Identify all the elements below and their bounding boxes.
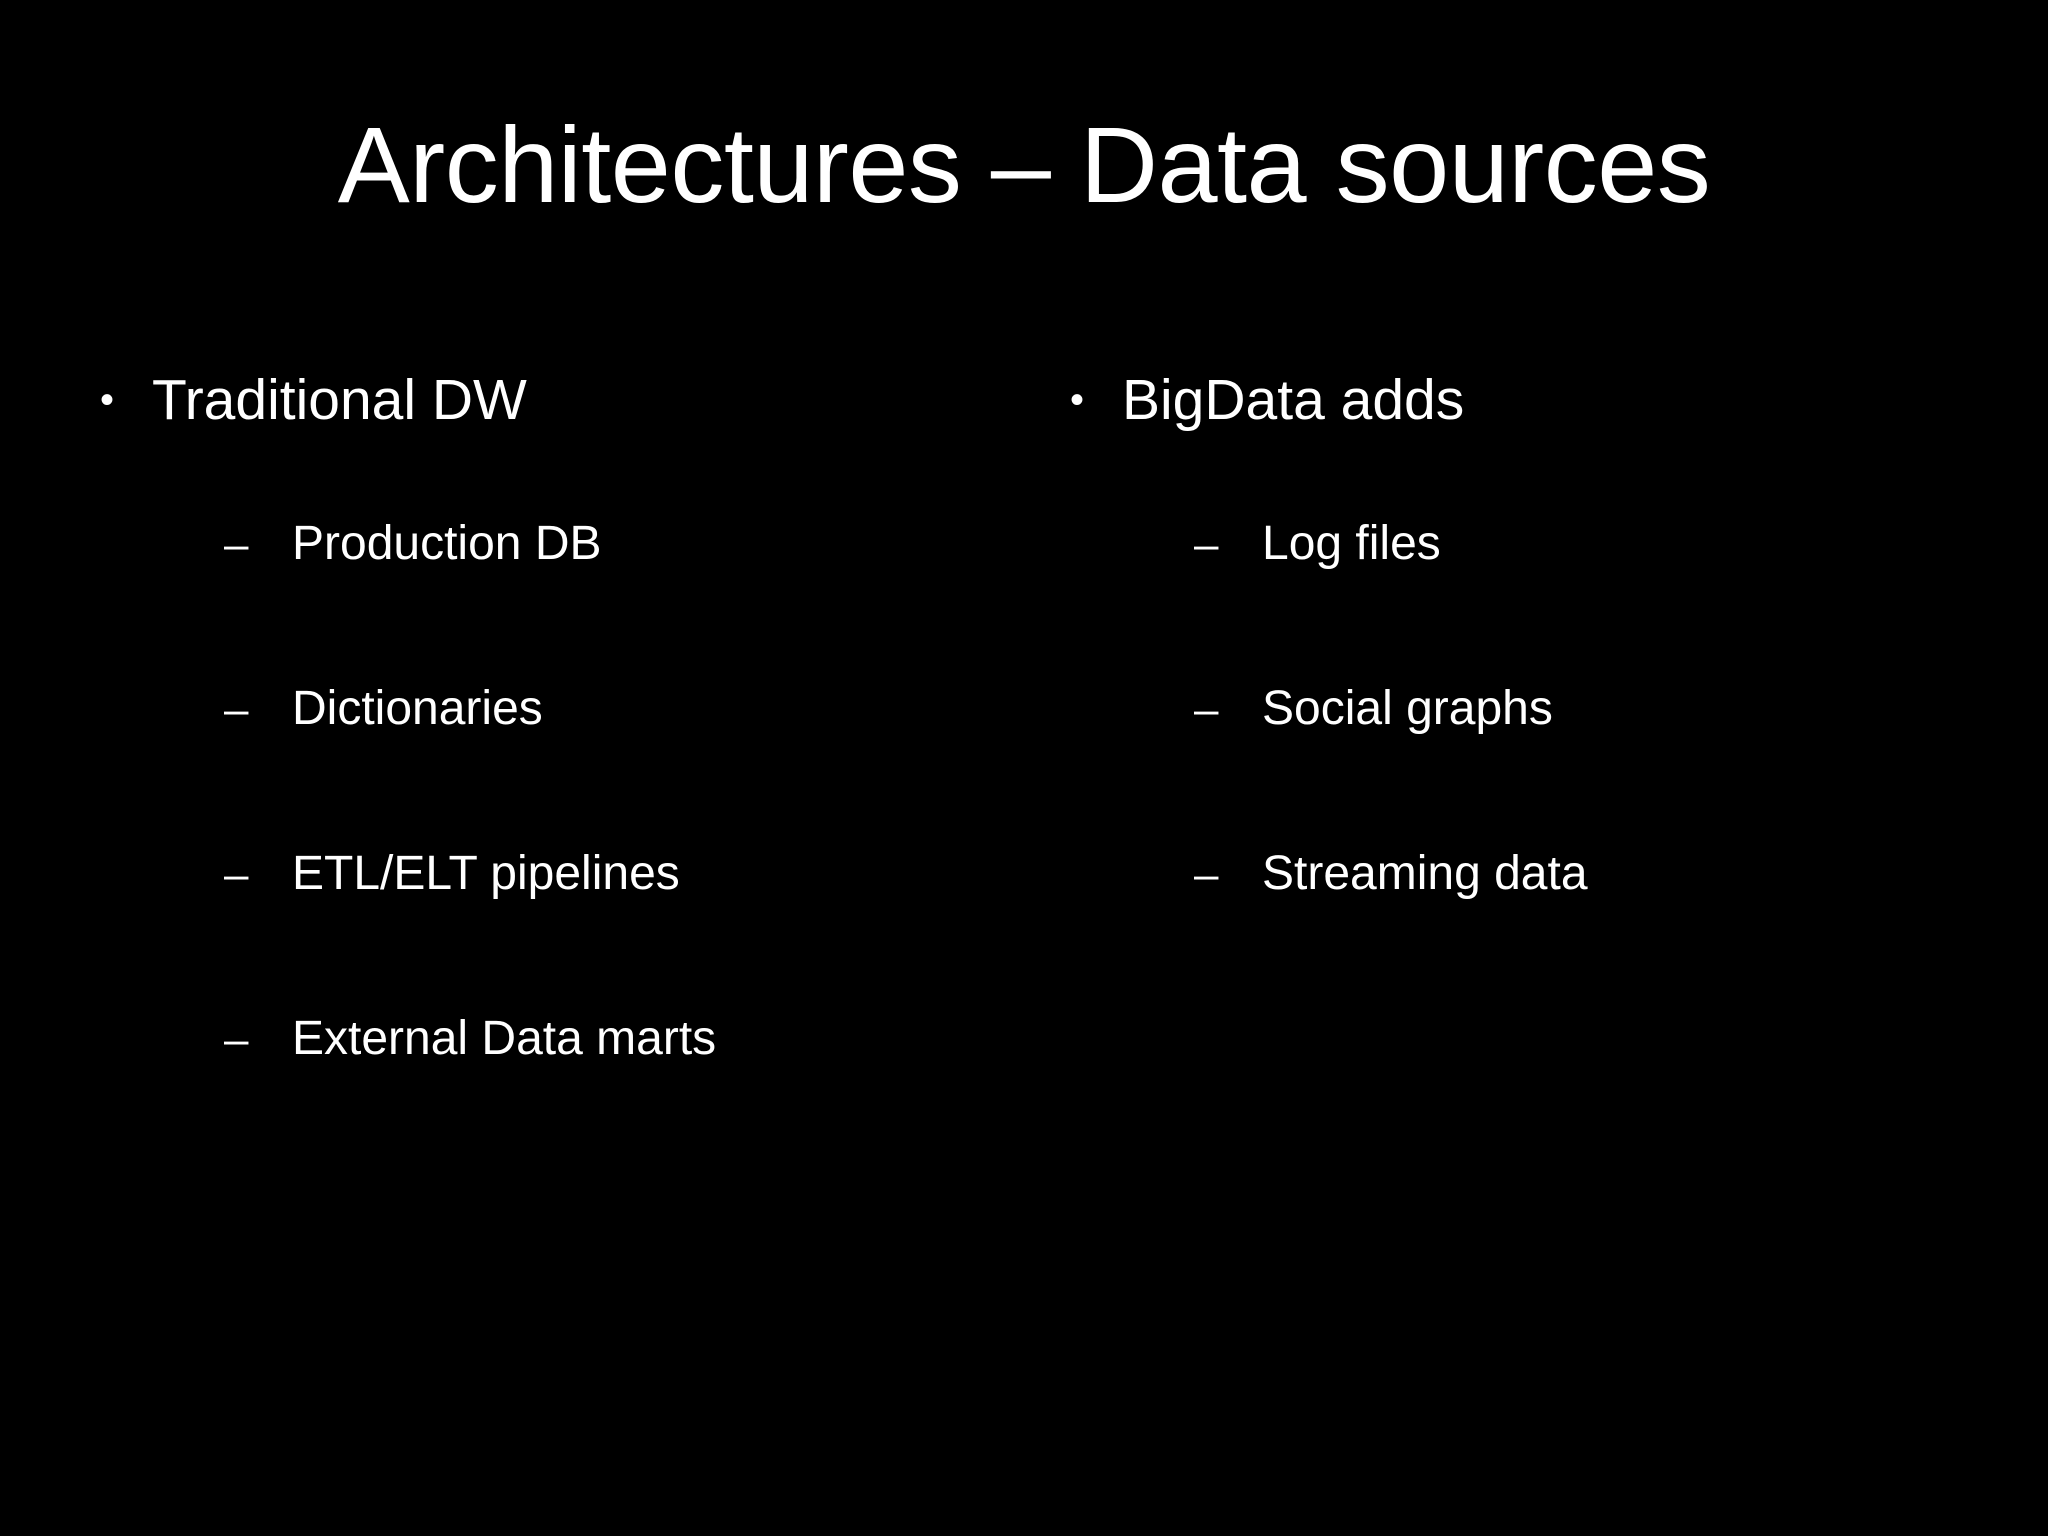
list-item: – Dictionaries	[224, 685, 1024, 850]
dash-marker-icon: –	[224, 685, 249, 734]
list-item-label: Streaming data	[1262, 847, 1588, 900]
list-item-label: Production DB	[292, 517, 602, 570]
list-item-label: External Data marts	[292, 1012, 717, 1065]
list-item: – Streaming data	[1194, 850, 2048, 1015]
bullet-item-traditional-dw: • Traditional DW	[100, 372, 1024, 446]
bullet-label-traditional-dw: Traditional DW	[152, 368, 527, 432]
list-item: – External Data marts	[224, 1015, 1024, 1180]
list-item-label: ETL/ELT pipelines	[292, 847, 680, 900]
dash-marker-icon: –	[1194, 850, 1219, 899]
dash-marker-icon: –	[224, 1015, 249, 1064]
dash-marker-icon: –	[1194, 685, 1219, 734]
content-column-left: • Traditional DW – Production DB – Dicti…	[0, 372, 1024, 1180]
bullet-label-bigdata-adds: BigData adds	[1122, 368, 1465, 432]
content-column-right: • BigData adds – Log files – Social grap…	[1024, 372, 2048, 1015]
dash-marker-icon: –	[1194, 520, 1219, 569]
bullet-item-bigdata-adds: • BigData adds	[1070, 372, 2048, 446]
list-item: – Production DB	[224, 520, 1024, 685]
list-item-label: Log files	[1262, 517, 1441, 570]
list-item: – Log files	[1194, 520, 2048, 685]
bullet-dot-icon: •	[1070, 378, 1085, 422]
dash-marker-icon: –	[224, 520, 249, 569]
slide-body: • Traditional DW – Production DB – Dicti…	[0, 372, 2048, 1332]
list-item: – ETL/ELT pipelines	[224, 850, 1024, 1015]
sub-bullet-list-right: – Log files – Social graphs – Streaming …	[1070, 446, 2048, 1015]
dash-marker-icon: –	[224, 850, 249, 899]
page-title: Architectures – Data sources	[337, 104, 1711, 225]
bullet-dot-icon: •	[100, 378, 115, 422]
list-item-label: Dictionaries	[292, 682, 543, 735]
list-item-label: Social graphs	[1262, 682, 1553, 735]
list-item: – Social graphs	[1194, 685, 2048, 850]
sub-bullet-list-left: – Production DB – Dictionaries – ETL/ELT…	[100, 446, 1024, 1180]
